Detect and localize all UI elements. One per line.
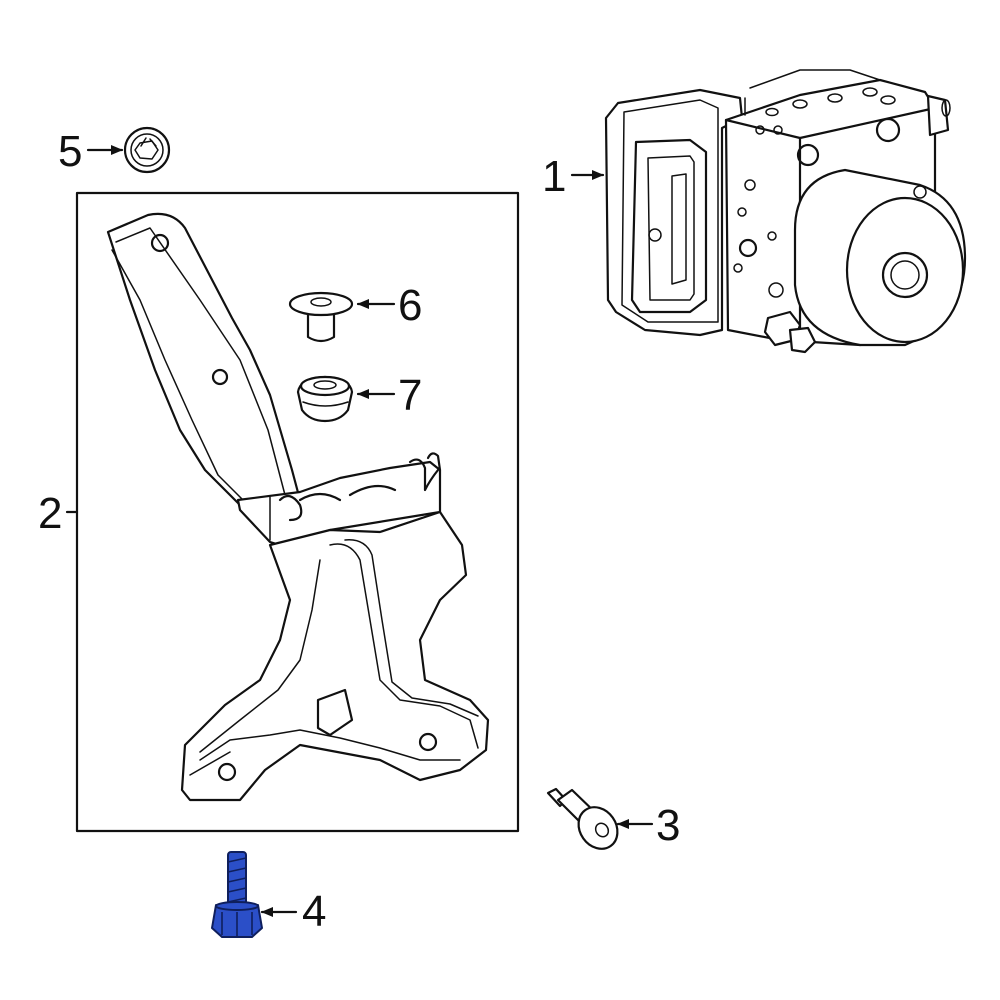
callout-6[interactable]: 6 — [398, 281, 422, 330]
nut-part[interactable] — [123, 126, 171, 174]
callout-2[interactable]: 2 — [38, 489, 62, 538]
callout-5[interactable]: 5 — [58, 127, 82, 176]
grommet-part[interactable] — [296, 375, 354, 423]
callout-1[interactable]: 1 — [542, 152, 566, 201]
abs-modulator-part[interactable] — [604, 69, 967, 354]
callout-7[interactable]: 7 — [398, 371, 422, 420]
mounting-bracket-part[interactable] — [106, 212, 490, 802]
callout-3[interactable]: 3 — [656, 801, 680, 850]
callout-4[interactable]: 4 — [302, 887, 326, 936]
flange-bolt-part[interactable] — [211, 851, 263, 938]
collar-part[interactable] — [288, 291, 354, 343]
stud-bolt-part[interactable] — [546, 787, 625, 856]
